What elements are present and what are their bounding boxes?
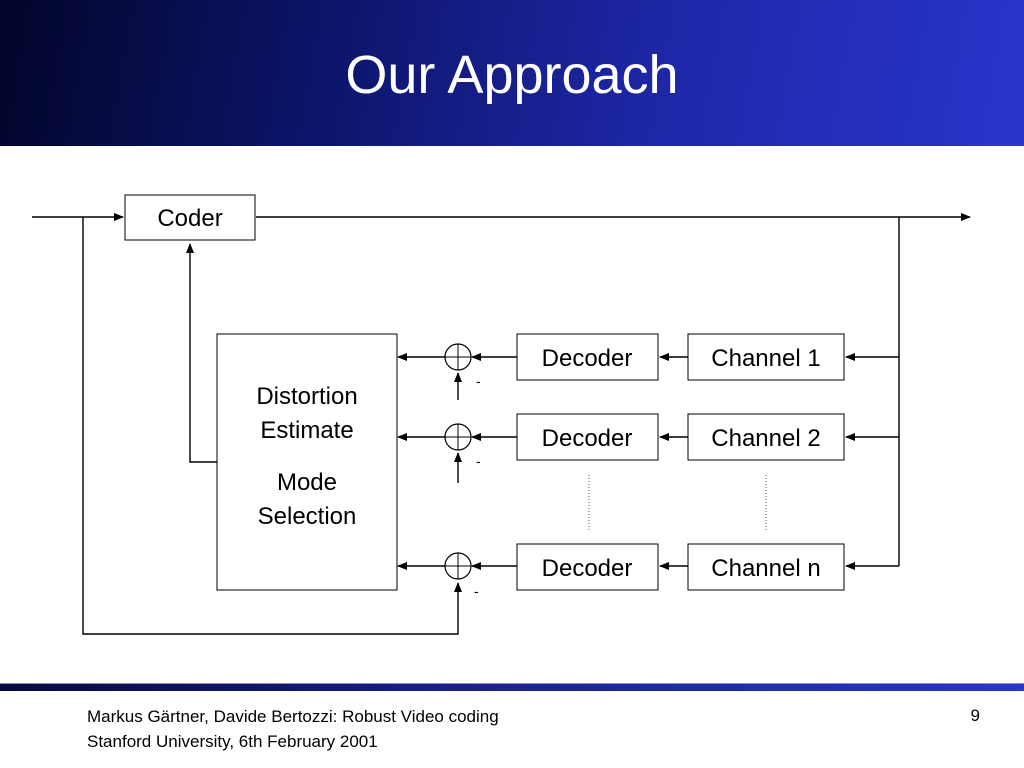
channel-label-2: Channel 2 bbox=[711, 425, 820, 452]
summing-junction-1 bbox=[444, 343, 472, 371]
footer-bar bbox=[0, 683, 1024, 691]
estimator-line-2: Estimate bbox=[260, 417, 353, 444]
decoder-label-3: Decoder bbox=[542, 555, 633, 582]
coder-box bbox=[124, 194, 256, 241]
decoder-label-1: Decoder bbox=[542, 345, 633, 372]
estimator-line-3: Mode bbox=[277, 469, 337, 496]
channel-box-2 bbox=[687, 413, 845, 461]
estimator-line-4: Selection bbox=[258, 503, 357, 530]
coder-label: Coder bbox=[157, 205, 222, 232]
channel-label-3: Channel n bbox=[711, 555, 820, 582]
summing-junction-3 bbox=[444, 552, 472, 580]
channel-box-1 bbox=[687, 333, 845, 381]
estimator-line-1: Distortion bbox=[256, 383, 357, 410]
channel-box-3 bbox=[687, 543, 845, 591]
decoder-box-1 bbox=[516, 333, 659, 381]
distortion-estimator-box bbox=[216, 333, 398, 591]
footer-authors: Markus Gärtner, Davide Bertozzi: Robust … bbox=[87, 707, 499, 726]
minus-sign-3: - bbox=[474, 583, 479, 599]
decoder-box-2 bbox=[516, 413, 659, 461]
decoder-label-2: Decoder bbox=[542, 425, 633, 452]
slide-title: Our Approach bbox=[345, 45, 679, 105]
summing-junction-2 bbox=[444, 423, 472, 451]
footer-venue: Stanford University, 6th February 2001 bbox=[87, 732, 378, 751]
minus-sign-1: - bbox=[476, 373, 481, 389]
channel-label-1: Channel 1 bbox=[711, 345, 820, 372]
minus-sign-2: - bbox=[476, 453, 481, 469]
decoder-box-3 bbox=[516, 543, 659, 591]
signal-wires bbox=[32, 213, 971, 635]
page-number: 9 bbox=[970, 706, 980, 725]
title-banner bbox=[0, 0, 1024, 146]
